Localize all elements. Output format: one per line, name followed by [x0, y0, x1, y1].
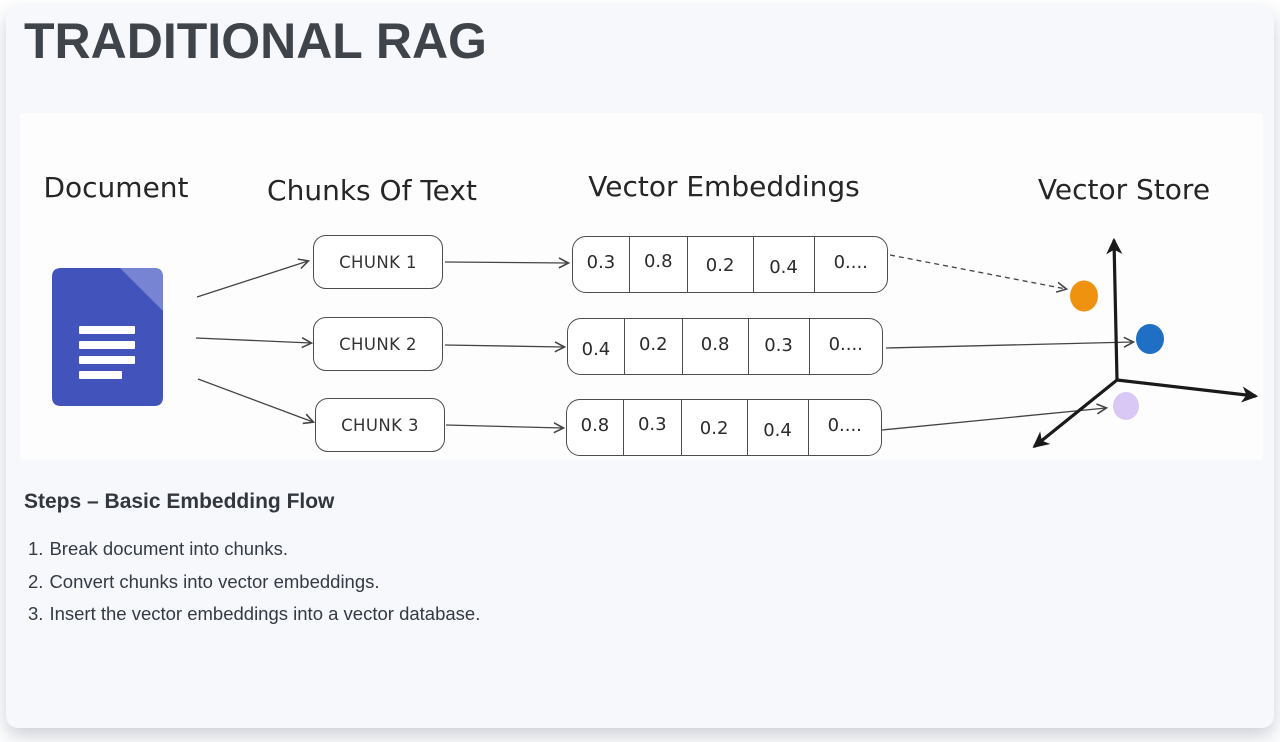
vector-value: 0.4	[763, 420, 792, 441]
vector-value: 0.3	[637, 414, 667, 435]
axis-y	[1106, 237, 1123, 382]
vector-cell: 0.2	[686, 237, 753, 292]
diagram-panel: Document Chunks Of Text Vector Embedding…	[20, 113, 1263, 460]
heading-store: Vector Store	[1037, 173, 1211, 206]
chunk-to-vector-arrows	[444, 257, 571, 434]
vector-value: 0.2	[638, 334, 668, 355]
step-number: 2.	[28, 570, 44, 592]
axis-x	[1115, 378, 1259, 403]
orange-point	[1070, 280, 1098, 312]
vector-cell: 0.3	[747, 319, 809, 374]
vector-value: 0.8	[700, 334, 730, 355]
arrow-doc-chunk3	[197, 378, 316, 425]
vector-row-1: 0.3 0.8 0.2 0.4 0....	[572, 236, 888, 293]
arrow-chunk1-vector1	[444, 257, 571, 269]
heading-embeddings: Vector Embeddings	[588, 170, 860, 203]
vector-cell: 0....	[813, 237, 887, 292]
vector-cell: 0....	[808, 319, 882, 374]
document-icon	[52, 268, 163, 406]
step-text: Convert chunks into vector embeddings.	[49, 570, 380, 592]
arrow-vector2-store	[885, 336, 1136, 349]
step-number: 3.	[28, 603, 44, 625]
vector-cell: 0.4	[568, 319, 624, 374]
vector-cell: 0.2	[680, 400, 747, 455]
vector-value: 0.4	[769, 257, 798, 278]
document-icon-text-lines	[79, 326, 135, 379]
step-item-2: 2. Convert chunks into vector embeddings…	[28, 566, 480, 599]
vector-value: 0....	[827, 415, 862, 436]
arrow-chunk3-vector3	[445, 422, 566, 434]
vector-row-2: 0.4 0.2 0.8 0.3 0....	[567, 318, 883, 375]
vector-value: 0.8	[580, 415, 610, 436]
page-title: TRADITIONAL RAG	[24, 13, 487, 69]
vector-value: 0.4	[581, 339, 611, 360]
step-number: 1.	[28, 538, 44, 560]
vector-cell: 0.8	[681, 319, 748, 374]
vector-cell: 0.4	[752, 237, 814, 292]
heading-chunks: Chunks Of Text	[267, 174, 477, 207]
chunk-1-box: CHUNK 1	[313, 235, 443, 289]
step-text: Break document into chunks.	[49, 538, 289, 560]
chunk-2-box: CHUNK 2	[313, 317, 443, 371]
steps-heading: Steps – Basic Embedding Flow	[24, 490, 335, 513]
document-icon-fold	[120, 268, 163, 311]
arrow-vector3-store	[881, 403, 1109, 431]
vector-cell: 0....	[807, 400, 881, 455]
vector-cell: 0.8	[567, 400, 623, 455]
vector-cell: 0.3	[573, 237, 629, 292]
arrow-chunk2-vector2	[444, 341, 567, 353]
vector-cell: 0.4	[746, 400, 808, 455]
step-text: Insert the vector embeddings into a vect…	[49, 603, 481, 625]
flow-diagram-graphics	[52, 237, 1259, 448]
vector-value: 0.8	[643, 251, 673, 272]
vector-value: 0.3	[586, 252, 616, 273]
arrow-doc-chunk2	[195, 336, 314, 349]
content-card: TRADITIONAL RAG Document Chunks Of Text …	[6, 6, 1274, 728]
arrow-doc-chunk1	[196, 258, 311, 298]
steps-list: 1. Break document into chunks. 2. Conver…	[28, 533, 480, 631]
step-item-3: 3. Insert the vector embeddings into a v…	[28, 598, 480, 631]
chunk-3-box: CHUNK 3	[315, 398, 445, 452]
vector-row-3: 0.8 0.3 0.2 0.4 0....	[566, 399, 882, 456]
blue-point	[1136, 324, 1164, 354]
axis-z	[1032, 378, 1119, 448]
vector-value: 0....	[828, 334, 863, 355]
doc-to-chunk-arrows	[195, 258, 316, 425]
vector-to-store-arrows	[881, 254, 1136, 431]
vector-cell: 0.8	[628, 237, 687, 292]
vector-value: 0.2	[705, 255, 735, 276]
vector-value: 0.3	[764, 335, 793, 356]
vector-cell: 0.3	[622, 400, 681, 455]
arrow-vector1-store	[889, 254, 1069, 293]
vector-value: 0....	[833, 252, 868, 273]
vector-value: 0.2	[699, 418, 729, 439]
heading-document: Document	[43, 171, 189, 204]
vector-cell: 0.2	[623, 319, 682, 374]
vector-store-axes	[1032, 237, 1259, 448]
lavender-point	[1113, 392, 1139, 420]
step-item-1: 1. Break document into chunks.	[28, 533, 480, 566]
